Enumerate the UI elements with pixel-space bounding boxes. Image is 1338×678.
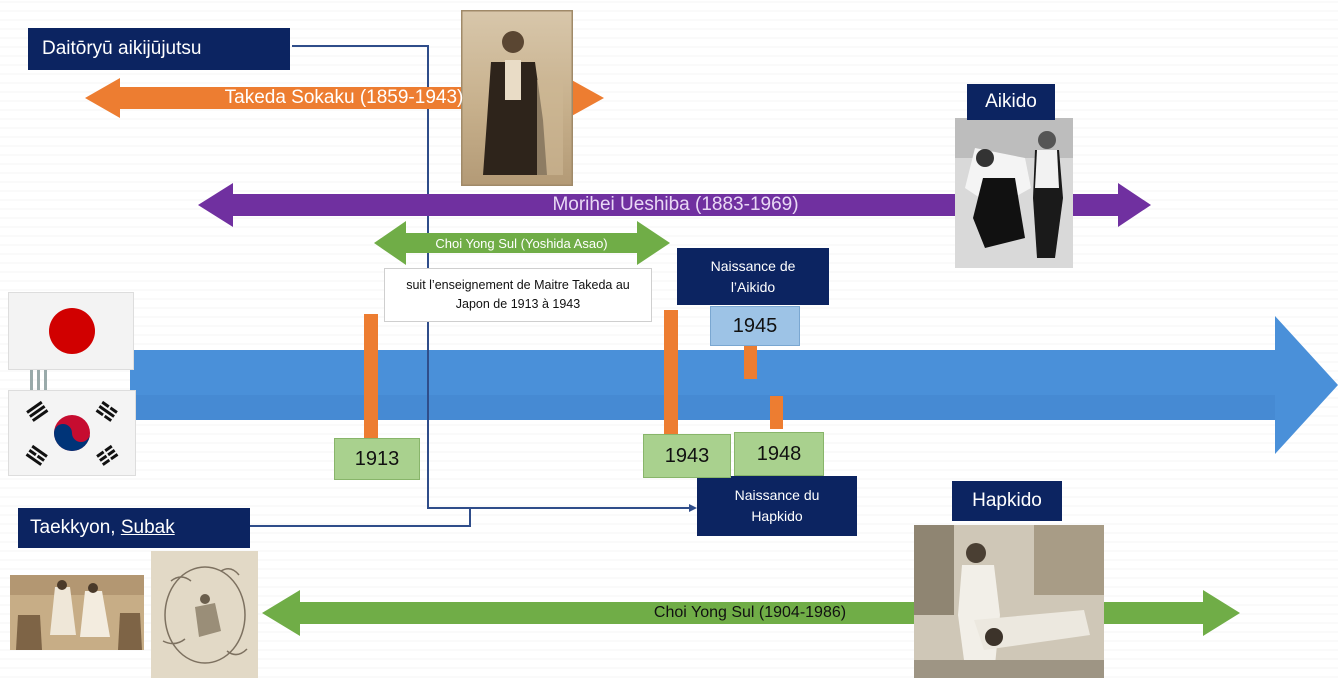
ueshiba-arrow-shape <box>198 183 1151 227</box>
takeda-portrait-photo <box>461 10 573 186</box>
flag-pole-right <box>44 368 47 390</box>
year-1948: 1948 <box>734 432 824 476</box>
aikido-label: Aikido <box>967 84 1055 120</box>
subak-text: Subak <box>120 517 175 538</box>
hapkido-throw-photo <box>914 525 1104 678</box>
korea-flag <box>8 390 136 476</box>
japan-flag-sun <box>49 308 95 354</box>
timeline-arrow-shade <box>130 395 1275 420</box>
takeda-arrow-label: Takeda Sokaku (1859-1943) <box>224 87 464 108</box>
marker-1945 <box>744 346 757 379</box>
connector-taekkyon <box>250 508 471 527</box>
flag-pole-mid <box>37 368 40 390</box>
taekkyon-photo <box>10 575 144 650</box>
subak-painting <box>151 551 258 678</box>
taekkyon-text: Taekkyon, <box>30 517 121 538</box>
flag-pole-left <box>30 368 33 390</box>
japan-flag <box>8 292 134 370</box>
naissance-aikido-label: Naissance de l’Aikido <box>677 248 829 305</box>
year-1943: 1943 <box>643 434 731 478</box>
timeline-arrow <box>130 316 1338 454</box>
daitoryu-label: Daitōryū aikijūjutsu <box>28 28 290 70</box>
taekkyon-label: Taekkyon, Subak <box>18 508 250 548</box>
year-1913: 1913 <box>334 438 420 480</box>
takeda-teaching-note: suit l’enseignement de Maitre Takeda au … <box>384 268 652 322</box>
connector-arrowhead <box>689 504 697 512</box>
choi-yoshida-arrow-label: Choi Yong Sul (Yoshida Asao) <box>435 235 608 251</box>
choi-lifetime-arrow-label: Choi Yong Sul (1904-1986) <box>653 604 847 621</box>
marker-1913 <box>364 314 378 438</box>
naissance-hapkido-label: Naissance du Hapkido <box>697 476 857 536</box>
korea-flag-svg <box>25 400 119 466</box>
ueshiba-arrow-label: Morihei Ueshiba (1883-1969) <box>552 194 799 215</box>
choi-yoshida-arrow-shape <box>374 221 670 265</box>
aikido-throw-photo <box>955 118 1073 268</box>
hapkido-label: Hapkido <box>952 481 1062 521</box>
choi-lifetime-arrow-shape <box>262 590 1240 636</box>
year-1945: 1945 <box>710 306 800 346</box>
marker-1948 <box>770 396 783 429</box>
marker-1943 <box>664 310 678 434</box>
